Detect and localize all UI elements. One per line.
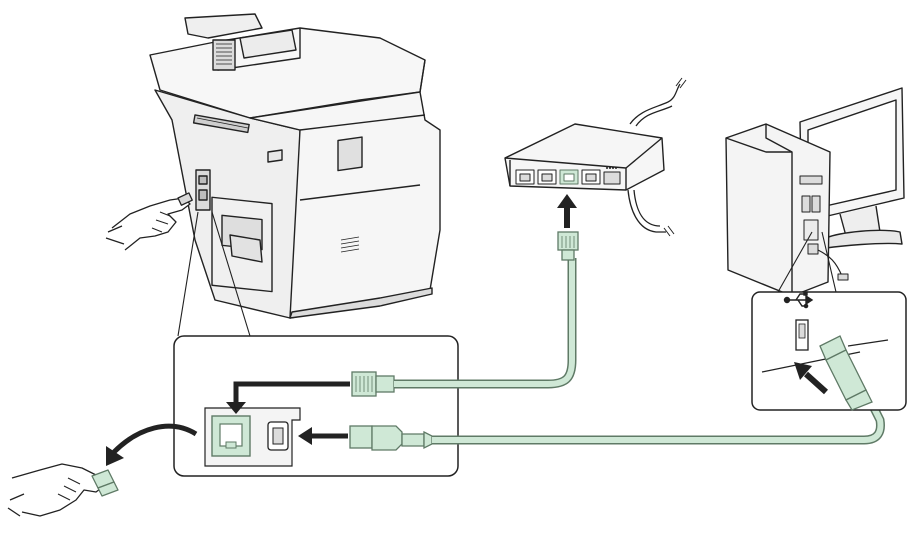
held-rj45-plug bbox=[91, 469, 119, 497]
hand-pointing bbox=[105, 192, 193, 251]
rj45-plug-detail bbox=[351, 371, 395, 397]
lan-cable bbox=[394, 258, 577, 389]
usb-cable bbox=[432, 393, 885, 445]
hub-insert-arrow bbox=[557, 194, 577, 228]
hub-ports bbox=[515, 167, 621, 185]
callout-lines bbox=[177, 211, 251, 337]
printer-vent-top bbox=[212, 39, 236, 71]
pc-usb-detail bbox=[751, 291, 907, 411]
printer-port-detail bbox=[173, 335, 459, 477]
pc-callout-lines bbox=[777, 231, 837, 293]
printer-adf bbox=[184, 13, 263, 39]
printer-vent-front bbox=[337, 136, 363, 172]
desktop-computer bbox=[725, 87, 905, 297]
usb-icon bbox=[783, 291, 814, 309]
usb-port bbox=[267, 421, 289, 451]
printer-vent-side bbox=[192, 114, 250, 134]
printer-body-front bbox=[249, 91, 441, 319]
lan-port bbox=[211, 415, 251, 457]
curved-arrow-icon bbox=[106, 423, 198, 466]
network-hub bbox=[504, 77, 687, 237]
usb-b-plug-detail bbox=[349, 425, 433, 451]
usb-a-plug bbox=[819, 335, 873, 411]
hand-holding-cable bbox=[7, 463, 119, 517]
rj45-plug-hub bbox=[557, 231, 579, 261]
lan-insert-arrow bbox=[233, 381, 350, 404]
printer bbox=[149, 13, 441, 319]
pc-insert-arrow bbox=[794, 362, 829, 395]
